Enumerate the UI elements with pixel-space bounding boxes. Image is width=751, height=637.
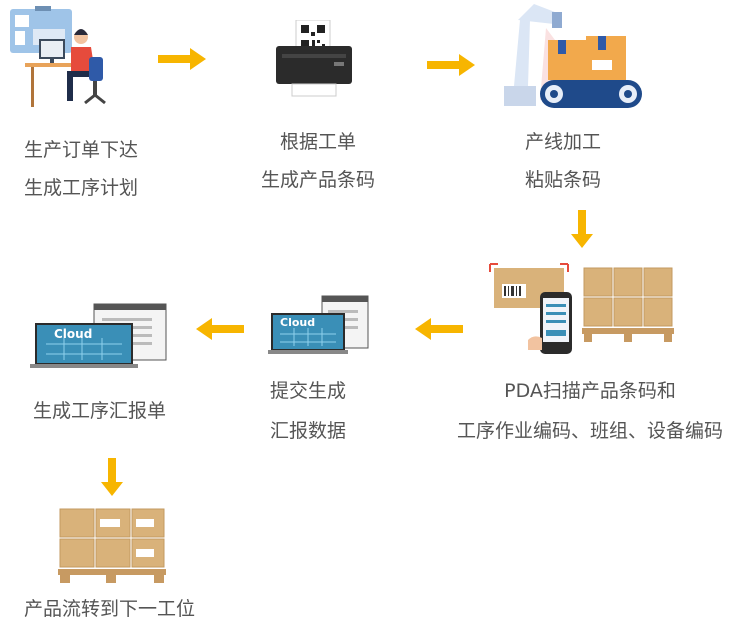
- step-production-line-illustration: [500, 0, 645, 112]
- arrow-right-icon: [427, 54, 475, 76]
- step-submit-data-line2: 汇报数据: [269, 420, 346, 442]
- step-generate-barcode-line1: 根据工单: [279, 131, 356, 153]
- arrow-down-icon: [101, 458, 123, 496]
- arrow-down-icon: [571, 210, 593, 248]
- step-apply-barcode-line1: 产线加工: [524, 131, 601, 153]
- step-submit-data-line1: 提交生成: [269, 380, 346, 402]
- step-barcode-printer-illustration: [274, 20, 354, 98]
- step-apply-barcode-line2: 粘贴条码: [524, 169, 601, 191]
- arrow-left-icon: [415, 318, 463, 340]
- step-next-station-line1: 产品流转到下一工位: [24, 598, 196, 620]
- step-report-sheet-illustration: Cloud: [30, 302, 170, 370]
- step-order-issue-illustration: [5, 5, 110, 110]
- step-pda-scan-line1: PDA扫描产品条码和: [504, 380, 676, 402]
- step-order-issue-line2: 生成工序计划: [24, 177, 139, 199]
- step-next-station-illustration: [56, 503, 168, 587]
- step-order-issue-line1: 生产订单下达: [24, 139, 139, 161]
- step-pda-scan-illustration: [488, 262, 683, 358]
- step-report-sheet-line1: 生成工序汇报单: [33, 400, 167, 422]
- arrow-left-icon: [196, 318, 244, 340]
- step-generate-barcode-line2: 生成产品条码: [260, 169, 375, 191]
- arrow-right-icon: [158, 48, 206, 70]
- cloud-label: Cloud: [54, 327, 92, 341]
- step-pda-scan-line2: 工序作业编码、班组、设备编码: [456, 420, 723, 442]
- cloud-label: Cloud: [280, 316, 315, 329]
- step-submit-data-illustration: Cloud: [268, 294, 370, 356]
